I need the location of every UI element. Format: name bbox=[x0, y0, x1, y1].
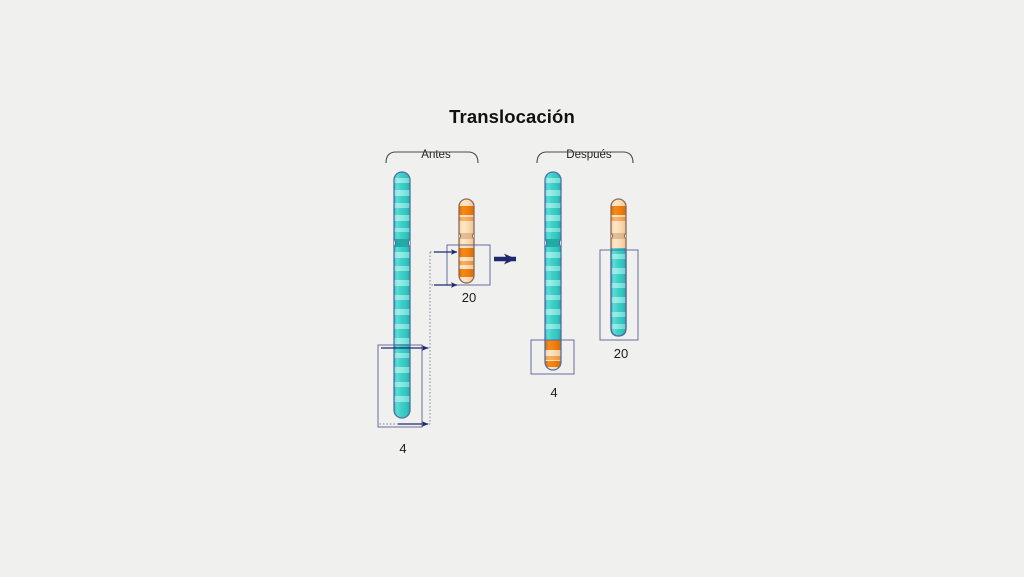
diagram-title: Translocación bbox=[449, 106, 575, 127]
chromosome-20-after[interactable] bbox=[610, 198, 627, 337]
chromosome-4-before[interactable] bbox=[393, 171, 411, 419]
bracket-antes bbox=[385, 151, 479, 164]
dotted-connector bbox=[378, 251, 447, 425]
label-chromosome-20-before: 20 bbox=[461, 290, 477, 305]
highlight-box-chromosome-4-after[interactable] bbox=[530, 339, 575, 375]
bracket-despues bbox=[536, 151, 634, 164]
highlight-box-chromosome-20-after[interactable] bbox=[599, 249, 639, 341]
label-chromosome-20-after: 20 bbox=[613, 346, 629, 361]
selection-box-chromosome-4-segment[interactable] bbox=[377, 344, 423, 428]
chromosome-20-before[interactable] bbox=[458, 198, 475, 284]
chromosome-4-after[interactable] bbox=[544, 171, 562, 371]
label-chromosome-4-after: 4 bbox=[550, 385, 558, 400]
label-chromosome-4-before: 4 bbox=[399, 441, 407, 456]
selection-box-chromosome-20-segment[interactable] bbox=[446, 244, 491, 286]
